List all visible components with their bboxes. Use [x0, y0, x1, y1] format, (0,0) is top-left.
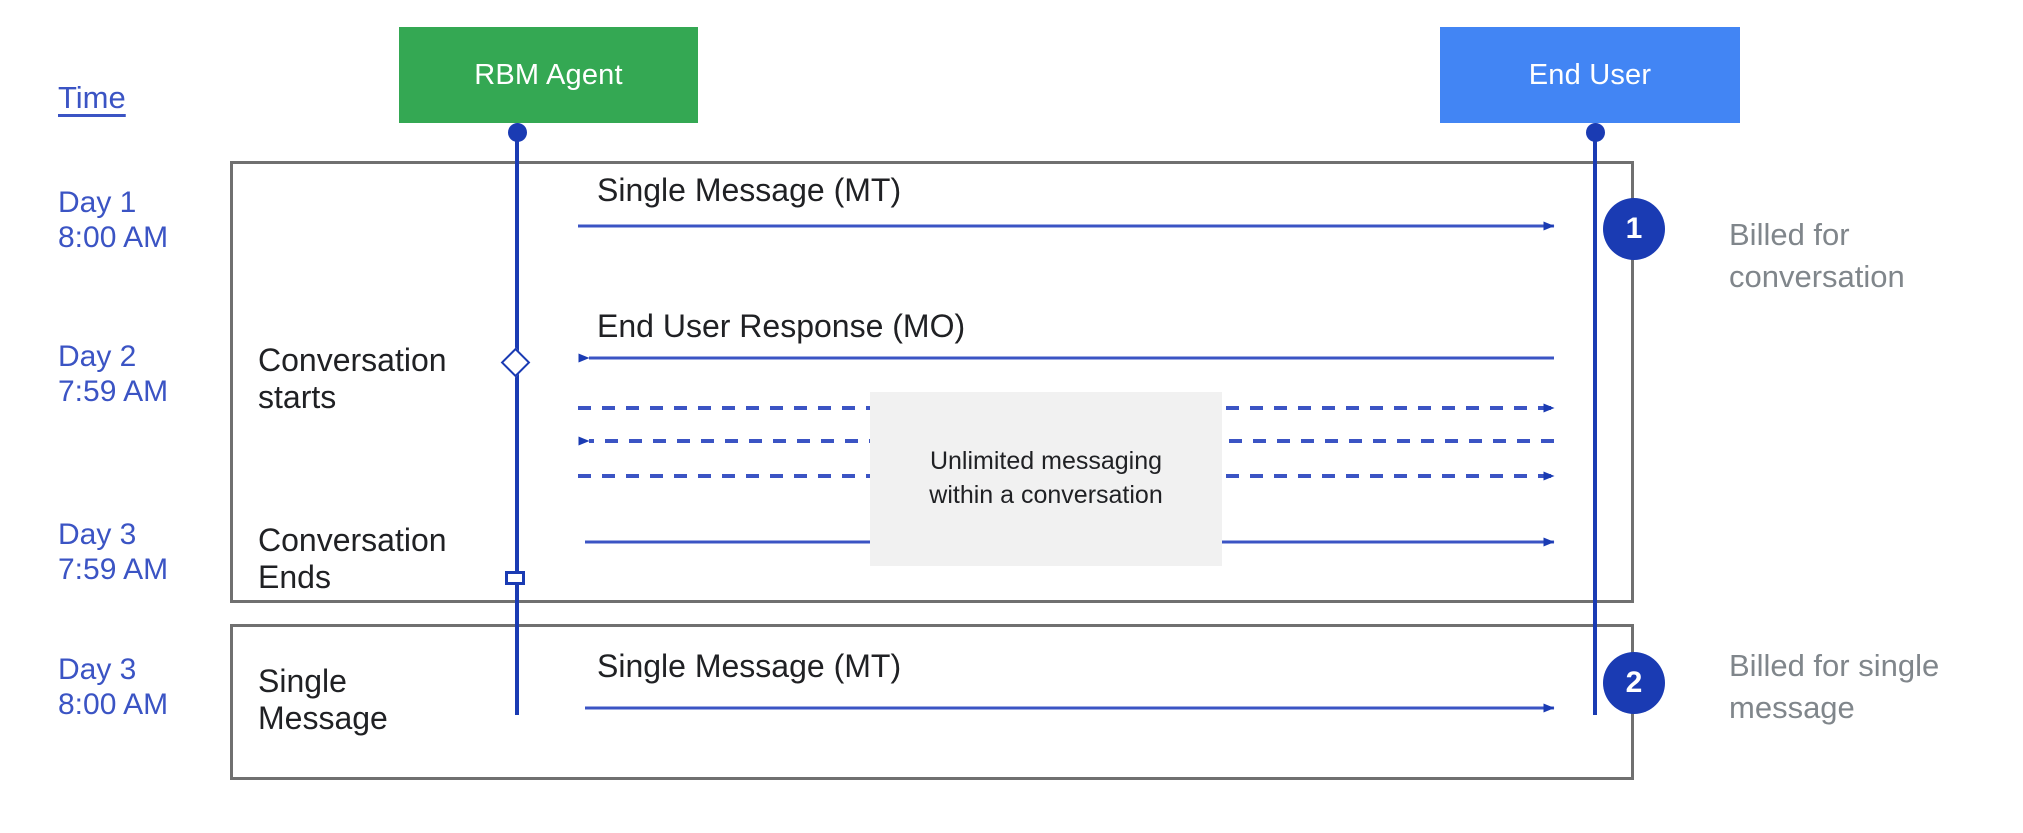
step-label-line1: Conversation: [258, 522, 447, 558]
annotation-line-2: message: [1729, 690, 1855, 726]
time-label-time: 7:59 AM: [58, 374, 169, 408]
unlimited-messaging-note: Unlimited messaging within a conversatio…: [870, 392, 1222, 566]
time-label-day2: Day 2 7:59 AM: [58, 340, 168, 410]
message-caption-single-message-mt-top: Single Message (MT): [597, 172, 902, 208]
time-label-day: Day 1: [58, 186, 137, 219]
message-caption-end-user-response-mo: End User Response (MO): [597, 308, 966, 344]
rbm-agent-lifeline: [515, 132, 519, 715]
conversation-end-square-marker: [505, 571, 525, 585]
annotation-billed-for-single-message: Billed for single message: [1729, 645, 2019, 729]
step-label-line1: Conversation: [258, 342, 447, 378]
step-label-conversation-starts: Conversation starts: [258, 342, 498, 416]
annotation-line-1: Billed for: [1729, 217, 1850, 252]
step-label-conversation-ends: Conversation Ends: [258, 522, 498, 596]
step-label-line2: Message: [258, 700, 388, 737]
badge-1-number: 1: [1625, 212, 1643, 245]
badge-2-number: 2: [1625, 666, 1643, 699]
actor-end-user-label: End User: [1528, 58, 1652, 91]
annotation-line-1: Billed for single: [1729, 648, 1940, 683]
annotation-billed-for-conversation: Billed for conversation: [1729, 214, 2019, 298]
time-label-day3-single: Day 3 8:00 AM: [58, 653, 168, 723]
note-line-1: Unlimited messaging: [929, 447, 1163, 476]
conversation-session-box: [230, 161, 1634, 603]
annotation-line-2: conversation: [1729, 259, 1905, 295]
end-user-lifeline: [1593, 132, 1597, 715]
badge-2[interactable]: 2: [1603, 652, 1665, 714]
actor-end-user[interactable]: End User: [1440, 27, 1740, 123]
time-label-day: Day 3: [58, 653, 137, 686]
time-label-day: Day 2: [58, 340, 137, 373]
step-label-line2: Ends: [258, 559, 331, 596]
time-label-time: 8:00 AM: [58, 220, 169, 254]
time-label-day1: Day 1 8:00 AM: [58, 186, 168, 256]
badge-1[interactable]: 1: [1603, 198, 1665, 260]
step-label-line2: starts: [258, 379, 337, 416]
step-label-line1: Single: [258, 663, 347, 699]
time-column-header: Time: [58, 80, 126, 115]
message-caption-single-message-mt-bottom: Single Message (MT): [597, 648, 902, 684]
time-label-day: Day 3: [58, 518, 137, 551]
actor-rbm-agent-label: RBM Agent: [474, 58, 623, 91]
step-label-single-message: Single Message: [258, 663, 498, 737]
time-label-time: 7:59 AM: [58, 552, 169, 586]
note-line-2: within a conversation: [929, 481, 1163, 509]
actor-rbm-agent[interactable]: RBM Agent: [399, 27, 698, 123]
time-label-day3-end: Day 3 7:59 AM: [58, 518, 168, 588]
time-label-time: 8:00 AM: [58, 687, 169, 721]
